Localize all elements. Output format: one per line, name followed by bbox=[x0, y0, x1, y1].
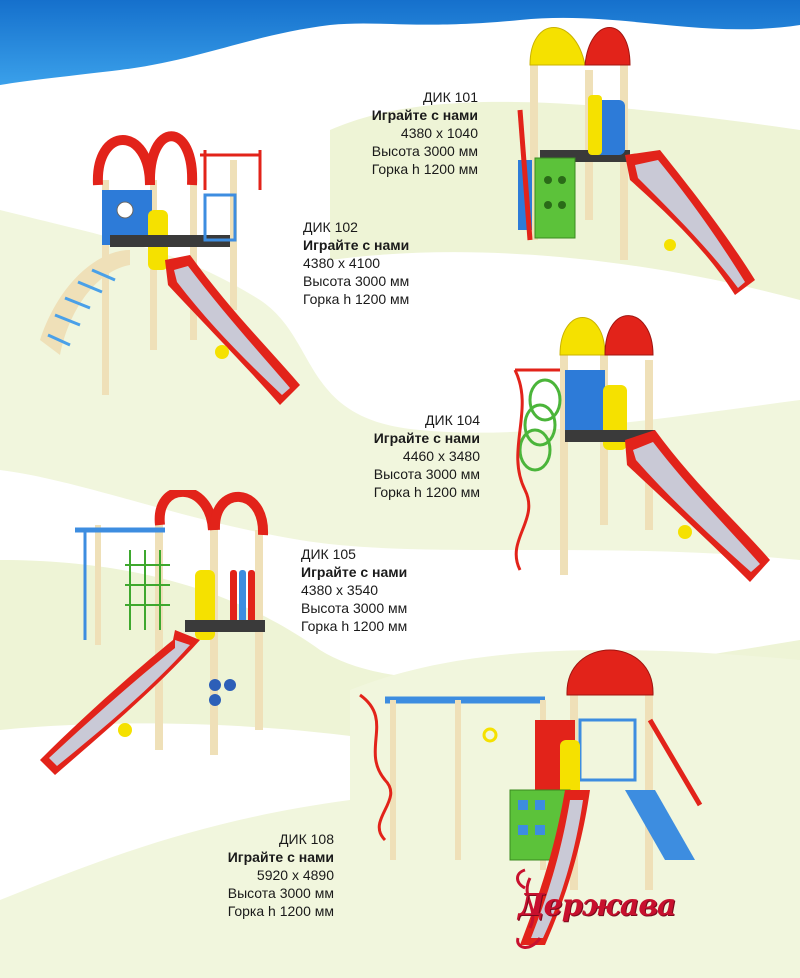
product-height: Высота 3000 мм bbox=[227, 885, 334, 901]
playground-dik-108-illustration bbox=[359, 649, 703, 945]
product-spec-dik-105: ДИК 105 Играйте с нами 4380 х 3540 Высот… bbox=[301, 545, 481, 635]
product-slide-height: Горка h 1200 мм bbox=[227, 903, 334, 919]
playground-dik-101-illustration bbox=[517, 27, 755, 295]
product-height: Высота 3000 мм bbox=[301, 600, 408, 616]
playground-dik-102-illustration bbox=[40, 131, 300, 405]
playground-dik-105-illustration bbox=[40, 490, 269, 775]
brand-logo-text: Держава bbox=[518, 888, 676, 923]
product-code: ДИК 104 bbox=[425, 412, 480, 428]
product-size: 4460 х 3480 bbox=[402, 448, 480, 464]
product-code: ДИК 101 bbox=[423, 89, 478, 105]
product-size: 4380 х 3540 bbox=[301, 582, 379, 598]
playground-dik-104-illustration bbox=[513, 315, 770, 582]
brand-ornament-icon bbox=[516, 868, 542, 949]
product-size: 4380 х 4100 bbox=[303, 255, 381, 271]
product-height: Высота 3000 мм bbox=[373, 466, 480, 482]
product-size: 5920 х 4890 bbox=[256, 867, 334, 883]
product-size: 4380 х 1040 bbox=[400, 125, 478, 141]
product-spec-dik-104: ДИК 104 Играйте с нами 4460 х 3480 Высот… bbox=[300, 411, 480, 501]
product-code: ДИК 105 bbox=[301, 546, 356, 562]
product-slide-height: Горка h 1200 мм bbox=[303, 291, 410, 307]
sky-wave bbox=[0, 0, 800, 85]
product-tagline: Играйте с нами bbox=[301, 564, 408, 580]
product-spec-dik-101: ДИК 101 Играйте с нами 4380 х 1040 Высот… bbox=[300, 88, 478, 178]
product-tagline: Играйте с нами bbox=[373, 430, 480, 446]
product-tagline: Играйте с нами bbox=[227, 849, 334, 865]
product-height: Высота 3000 мм bbox=[303, 273, 410, 289]
hill-4 bbox=[0, 650, 800, 978]
product-code: ДИК 102 bbox=[303, 219, 358, 235]
product-height: Высота 3000 мм bbox=[371, 143, 478, 159]
product-tagline: Играйте с нами bbox=[303, 237, 410, 253]
product-slide-height: Горка h 1200 мм bbox=[373, 484, 480, 500]
product-spec-dik-102: ДИК 102 Играйте с нами 4380 х 4100 Высот… bbox=[303, 218, 483, 308]
product-code: ДИК 108 bbox=[279, 831, 334, 847]
product-spec-dik-108: ДИК 108 Играйте с нами 5920 х 4890 Высот… bbox=[150, 830, 334, 920]
product-tagline: Играйте с нами bbox=[371, 107, 478, 123]
product-slide-height: Горка h 1200 мм bbox=[301, 618, 408, 634]
product-slide-height: Горка h 1200 мм bbox=[371, 161, 478, 177]
